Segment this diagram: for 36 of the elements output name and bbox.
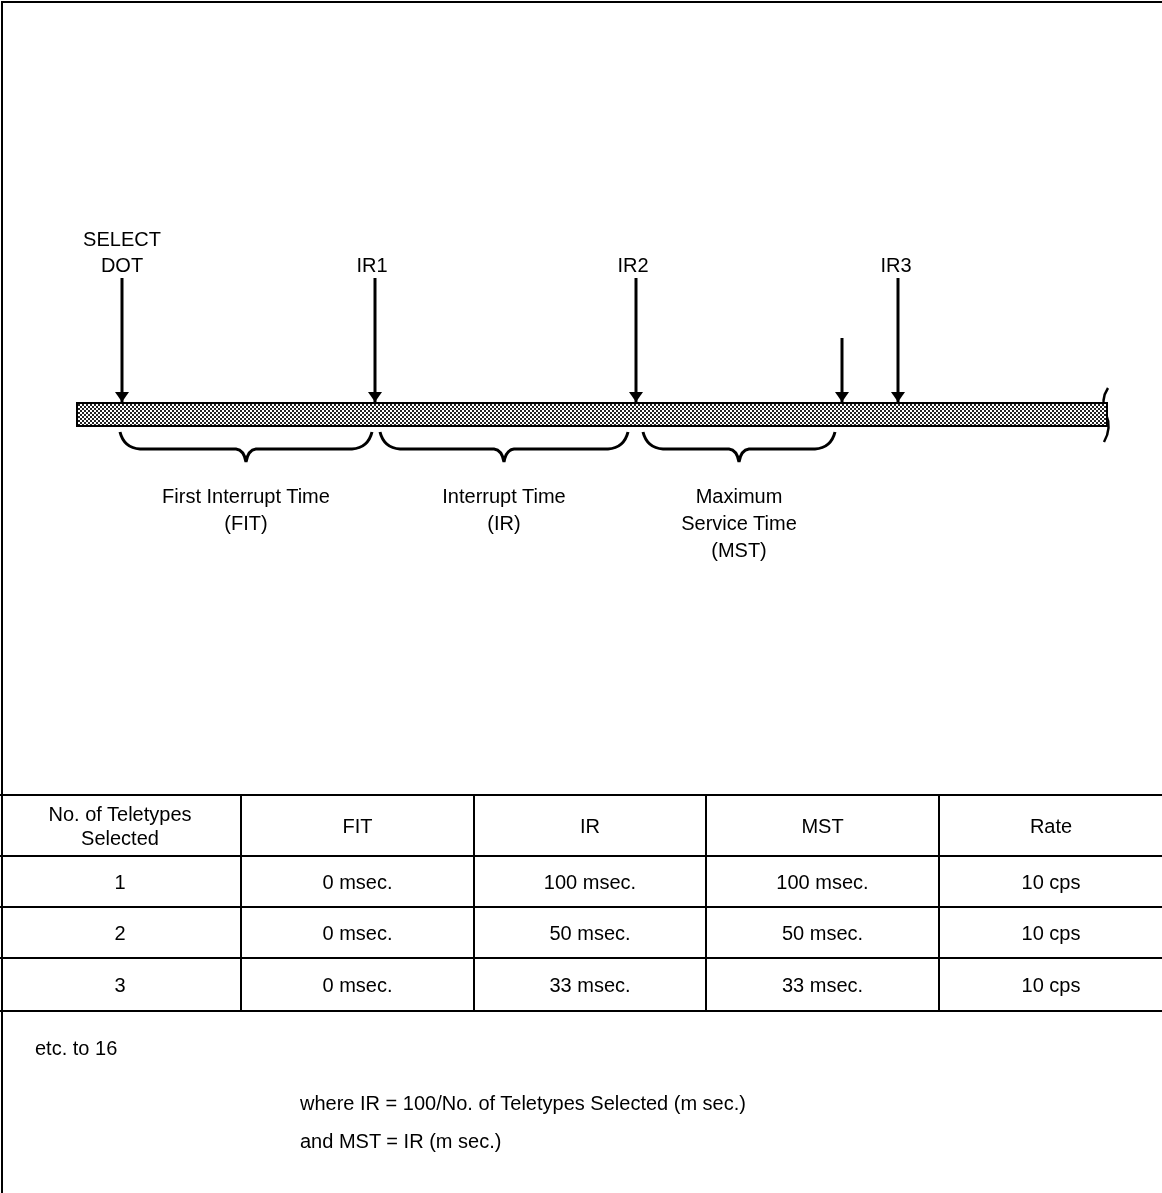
table-cell: 10 cps — [940, 908, 1162, 959]
table-cell: 2 — [0, 908, 242, 959]
table-cell: 0 msec. — [242, 857, 475, 908]
table-header: No. of Teletypes Selected — [0, 796, 242, 857]
arrow — [629, 278, 643, 402]
formula: and MST = IR (m sec.) — [300, 1129, 502, 1154]
formula: where IR = 100/No. of Teletypes Selected (m sec.) — [300, 1091, 746, 1116]
table-cell: 1 — [0, 857, 242, 908]
table-cell: 10 cps — [940, 857, 1162, 908]
table-header: Rate — [940, 796, 1162, 857]
arrow — [891, 278, 905, 402]
table-header: IR — [475, 796, 707, 857]
timeline-bar — [76, 402, 1108, 427]
table-header: MST — [707, 796, 940, 857]
table-cell: 0 msec. — [242, 908, 475, 959]
event-label: IR1 — [340, 250, 404, 278]
table-cell: 100 msec. — [707, 857, 940, 908]
event-label: SELECT DOT — [72, 222, 172, 278]
interval-label: Interrupt Time (IR) — [441, 484, 567, 536]
table-header: FIT — [242, 796, 475, 857]
table-cell: 33 msec. — [707, 959, 940, 1010]
interval-label: Maximum Service Time (MST) — [680, 484, 798, 563]
table-cell: 100 msec. — [475, 857, 707, 908]
table-cell: 50 msec. — [707, 908, 940, 959]
table-cell: 50 msec. — [475, 908, 707, 959]
arrow — [368, 278, 382, 402]
interval-label: First Interrupt Time (FIT) — [161, 484, 331, 536]
note: etc. to 16 — [35, 1036, 118, 1061]
arrow — [835, 338, 849, 402]
event-label: IR2 — [601, 250, 665, 278]
table-cell-text: 10 cps — [1020, 972, 1082, 998]
table-cell: 0 msec. — [242, 959, 475, 1010]
event-label: IR3 — [864, 250, 928, 278]
table-cell: 33 msec. — [475, 959, 707, 1010]
table-cell: 3 — [0, 959, 242, 1010]
arrow — [115, 278, 129, 402]
